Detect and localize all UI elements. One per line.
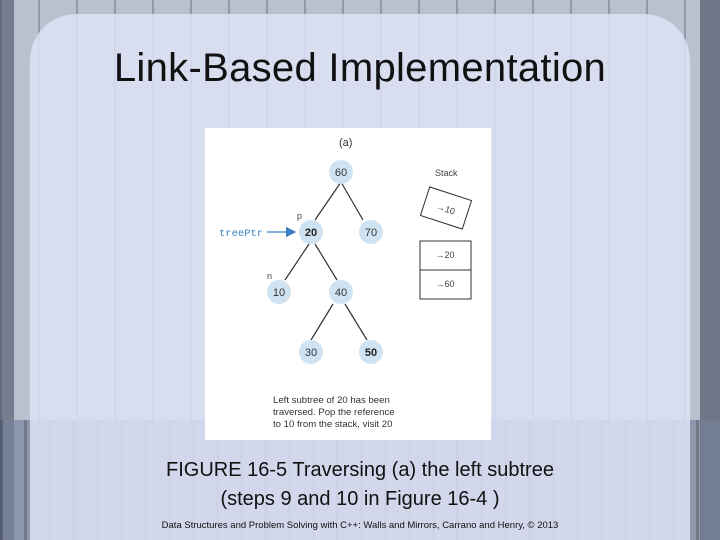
slide-footer: Data Structures and Problem Solving with… xyxy=(161,520,559,531)
node-30: 30 xyxy=(299,340,323,364)
edge-60-20 xyxy=(314,181,342,221)
caption-line-2: (steps 9 and 10 in Figure 16-4 ) xyxy=(220,488,500,510)
note-line-1: Left subtree of 20 has been xyxy=(273,395,390,406)
edge-40-30 xyxy=(310,303,334,341)
figure-image: (a) 60 20 70 10 40 xyxy=(205,128,491,440)
popped-stack-entry: →10 xyxy=(419,186,473,230)
slide-title: Link-Based Implementation xyxy=(113,46,607,90)
figure-caption: FIGURE 16-5 Traversing (a) the left subt… xyxy=(0,456,720,514)
svg-text:20: 20 xyxy=(305,227,317,239)
svg-text:60: 60 xyxy=(335,167,347,179)
part-label: (a) xyxy=(339,137,352,149)
tree-diagram: (a) 60 20 70 10 40 xyxy=(219,137,473,430)
note-line-3: to 10 from the stack, visit 20 xyxy=(273,419,392,430)
stack-entry-60: →60 xyxy=(435,279,454,289)
n-label: n xyxy=(267,271,272,281)
treeptr-label: treePtr xyxy=(219,228,263,240)
edge-40-50 xyxy=(344,303,368,341)
node-70: 70 xyxy=(359,220,383,244)
node-20: 20 xyxy=(299,220,323,244)
stack-box: →20 →60 xyxy=(419,240,472,300)
node-10: 10 xyxy=(267,280,291,304)
edge-60-70 xyxy=(340,181,364,221)
svg-text:30: 30 xyxy=(305,347,317,359)
svg-text:70: 70 xyxy=(365,227,377,239)
node-50: 50 xyxy=(359,340,383,364)
p-label: p xyxy=(297,211,302,221)
node-60: 60 xyxy=(329,160,353,184)
stack-entry-20: →20 xyxy=(435,250,454,260)
edge-20-40 xyxy=(314,243,338,281)
note-line-2: traversed. Pop the reference xyxy=(273,407,395,418)
node-40: 40 xyxy=(329,280,353,304)
edge-20-10 xyxy=(284,243,310,281)
stack-label: Stack xyxy=(435,168,458,178)
svg-text:40: 40 xyxy=(335,287,347,299)
svg-text:10: 10 xyxy=(273,287,285,299)
tree-edges xyxy=(284,181,368,341)
caption-line-1: FIGURE 16-5 Traversing (a) the left subt… xyxy=(166,459,554,481)
svg-text:50: 50 xyxy=(365,347,377,359)
